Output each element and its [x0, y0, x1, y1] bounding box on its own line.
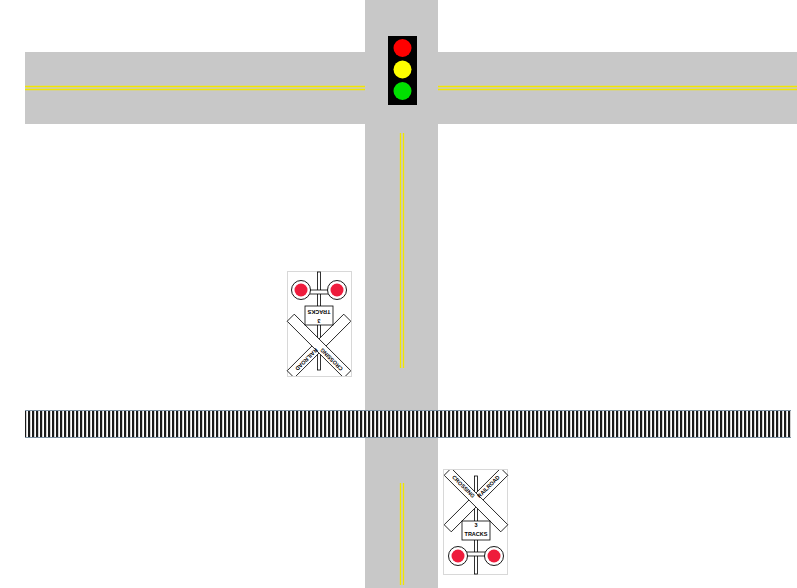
track-count: 3 — [474, 523, 477, 529]
sign-text: TRACKS — [308, 309, 331, 315]
sign-text: CROSSING — [320, 347, 345, 372]
track-count: 3 — [317, 318, 320, 324]
sign-text: TRACKS — [465, 532, 488, 538]
main-road — [365, 0, 438, 588]
railroad-track — [25, 410, 791, 438]
center-line — [25, 87, 797, 586]
sign-text: RAILROAD — [294, 347, 318, 371]
sign-text: CROSSING — [451, 475, 476, 500]
sign-text: RAILROAD — [477, 475, 501, 499]
crossing-sign: RAILROADCROSSING 3 TRACKS — [287, 271, 352, 377]
traffic-light — [388, 36, 417, 105]
crossing-sign: RAILROADCROSSING 3TRACKS — [443, 469, 508, 575]
